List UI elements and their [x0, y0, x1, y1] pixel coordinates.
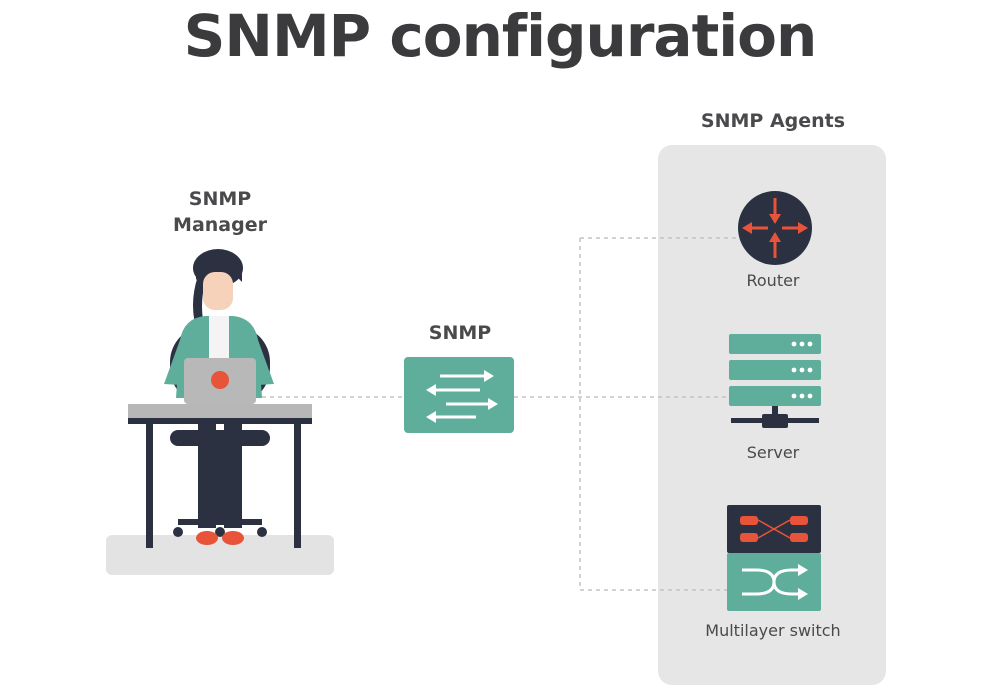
- server-icon: [729, 334, 821, 428]
- diagram-title: SNMP configuration: [183, 2, 818, 70]
- laptop-logo: [211, 371, 229, 389]
- agents-heading: SNMP Agents: [700, 110, 846, 132]
- shoe-right: [222, 531, 244, 545]
- desk-leg-left: [146, 424, 153, 548]
- floor-mat: [106, 535, 334, 575]
- manager-illustration: [106, 249, 334, 575]
- connector-lines: [262, 237, 740, 591]
- router-label: Router: [746, 271, 800, 290]
- snmp-protocol-box: [404, 357, 514, 433]
- bangs: [196, 258, 242, 282]
- face: [203, 272, 233, 310]
- pants-right: [224, 420, 242, 528]
- protocol-label: SNMP: [428, 322, 492, 344]
- chair-seat: [170, 430, 270, 446]
- desk-top: [128, 404, 312, 418]
- pants-left: [198, 420, 216, 528]
- chair-post: [216, 446, 224, 520]
- shoe-left: [196, 531, 218, 545]
- manager-label: SNMP Manager: [140, 186, 300, 238]
- manager-label-line1: SNMP: [188, 188, 252, 210]
- shirt: [209, 316, 229, 364]
- multilayer-switch-icon: [727, 505, 821, 611]
- multilayer-switch-label: Multilayer switch: [705, 621, 841, 640]
- manager-label-line2: Manager: [173, 214, 267, 236]
- router-icon: [738, 191, 812, 265]
- desk-edge: [128, 418, 312, 424]
- exchange-arrows-icon: [426, 370, 498, 423]
- desk-leg-right: [294, 424, 301, 548]
- server-label: Server: [746, 443, 800, 462]
